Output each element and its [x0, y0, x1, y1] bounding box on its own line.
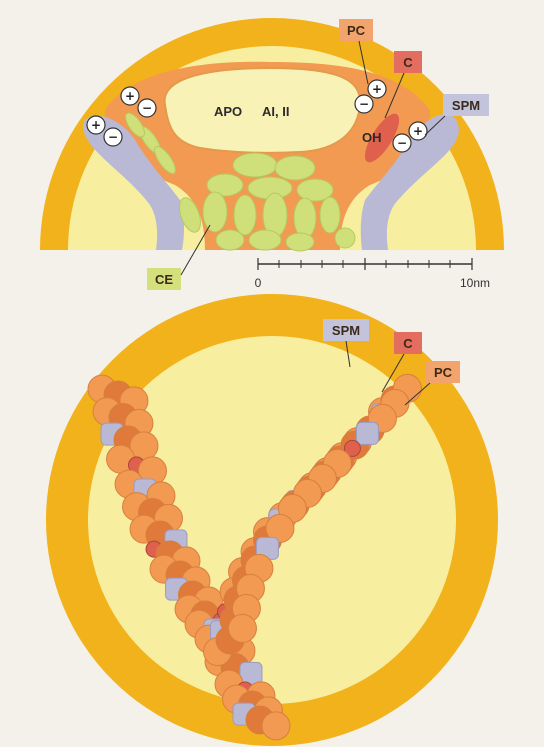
scale-bar: 0 10nm [255, 258, 490, 290]
svg-text:+: + [91, 118, 101, 132]
minus-sign-2: − [104, 128, 122, 146]
plus-sign-4: + [409, 122, 427, 140]
pc-bead [228, 614, 256, 642]
apo-class-label: AI, II [262, 104, 289, 119]
spm-bead [240, 662, 262, 684]
bottom-top-view: SPM C PC [46, 294, 498, 746]
apo-label: APO [214, 104, 242, 119]
svg-text:+: + [372, 82, 382, 96]
oh-label: OH [362, 130, 382, 145]
minus-sign-3: − [355, 95, 373, 113]
minus-sign-4: − [393, 134, 411, 152]
spm-label-top: SPM [452, 98, 480, 113]
spm-bead [356, 422, 378, 444]
plus-sign-1: + [121, 87, 139, 105]
svg-text:−: − [359, 97, 369, 111]
scale-start-label: 0 [255, 276, 262, 290]
svg-text:+: + [125, 89, 135, 103]
spm-label-bottom: SPM [332, 323, 360, 338]
ce-label: CE [155, 272, 173, 287]
plus-sign-3: + [368, 80, 386, 98]
c-label-bottom: C [403, 336, 413, 351]
pc-label-top: PC [347, 23, 366, 38]
svg-text:−: − [142, 101, 152, 115]
pc-bead [262, 712, 290, 740]
top-cross-section: + − + − + − + − APO AI, II OH PC C [40, 18, 504, 290]
svg-text:−: − [108, 130, 118, 144]
svg-text:+: + [413, 124, 423, 138]
minus-sign-1: − [138, 99, 156, 117]
plus-sign-2: + [87, 116, 105, 134]
scale-end-label: 10nm [460, 276, 490, 290]
pc-label-bottom: PC [434, 365, 453, 380]
svg-text:−: − [397, 136, 407, 150]
c-label-top: C [403, 55, 413, 70]
